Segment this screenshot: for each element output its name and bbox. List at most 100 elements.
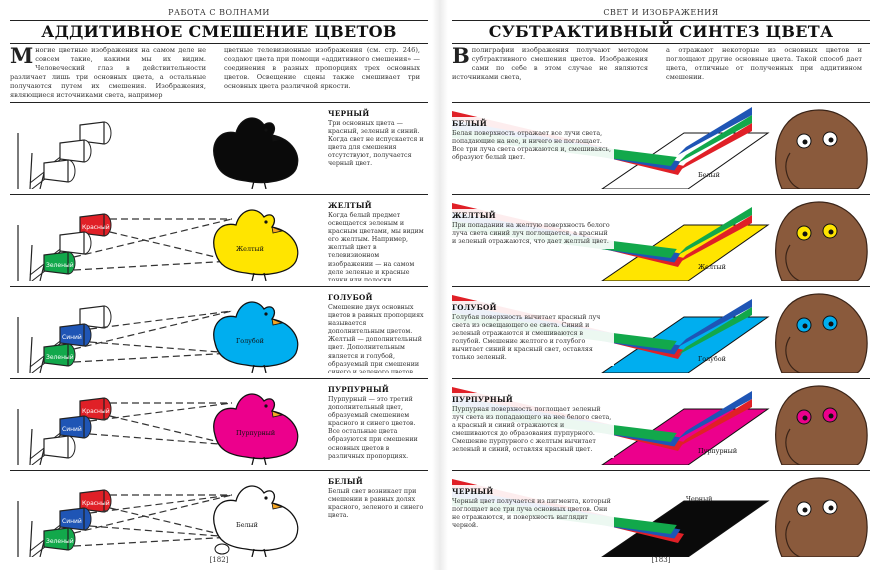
light-ray	[89, 310, 233, 330]
hen-figure	[213, 209, 299, 281]
lamp-stand-lines	[17, 317, 45, 373]
surface-color-label: Белый	[698, 171, 720, 179]
surface-color-label: Желтый	[698, 263, 726, 271]
egg	[214, 543, 230, 555]
left-panel-body: Три основных цвета — красный, зеленый и …	[328, 120, 424, 168]
reflected-beam-blue	[678, 299, 752, 347]
reflected-beam-red	[678, 123, 752, 171]
creature-head	[775, 477, 868, 557]
lamp-red: Красный	[49, 397, 233, 446]
lamp-label: Синий	[62, 426, 82, 433]
colored-surface	[601, 224, 770, 281]
lamp-green	[31, 159, 76, 189]
lamp-body	[79, 397, 105, 421]
left-folio: [182]	[209, 556, 229, 564]
light-ray	[73, 352, 233, 363]
lamp-label: Синий	[62, 334, 82, 341]
lamp-body	[43, 435, 69, 459]
creature-pupil	[802, 323, 808, 329]
hen-color-label: Белый	[236, 521, 258, 529]
lamp-label: Зеленый	[46, 354, 74, 361]
light-ray	[89, 494, 233, 514]
reflected-beam-green	[678, 307, 752, 355]
hen-eye	[264, 220, 268, 224]
hen-beak	[271, 226, 284, 234]
lamp-red	[49, 121, 112, 166]
reflected-beam-green	[678, 207, 752, 255]
left-panel-4: КрасныйСинийЗеленыйБелыйБелыйБелый свет …	[10, 470, 428, 557]
colored-surface	[601, 500, 770, 557]
left-panel-body: Белый свет возникает при смешении в равн…	[328, 488, 424, 520]
creature-pupil	[802, 415, 808, 421]
right-panel-text: ГолубойГолубая поверхность вычитает крас…	[452, 301, 614, 366]
left-panel-text: ГолубойСмешение двух основных цветов в р…	[328, 293, 424, 373]
right-panel-3: КрасныйСинийЗеленыйПурпурныйПурпурныйПур…	[452, 378, 870, 465]
lamp-label: Зеленый	[46, 538, 74, 545]
light-ray	[73, 494, 233, 534]
hen-body	[213, 117, 299, 184]
colored-surface	[601, 132, 770, 189]
right-panel-text: ЧерныйЧерный цвет получается из пигмента…	[452, 485, 614, 534]
right-panel-heading: Желтый	[452, 211, 496, 220]
hen-figure	[213, 393, 299, 465]
creature-pupil	[828, 505, 834, 511]
lamp-body	[43, 343, 69, 367]
left-panel-text: ЖелтыйКогда белый предмет освещается зел…	[328, 201, 424, 281]
creature-face	[775, 477, 868, 557]
creature-trunk	[785, 336, 801, 373]
lamp-green: Зеленый	[31, 218, 233, 281]
creature-face	[775, 201, 868, 281]
right-panel-4: КрасныйСинийЗеленыйЧерныйЧерныйЧерный цв…	[452, 470, 870, 557]
left-panel-heading: Пурпурный	[328, 385, 389, 394]
light-ray	[109, 507, 233, 538]
hen-body	[213, 209, 299, 276]
left-running-head: РАБОТА С ВОЛНАМИ	[168, 8, 270, 17]
left-panel-heading: Белый	[328, 477, 363, 486]
left-panel-0: ЧерныйТри основных цвета — красный, зеле…	[10, 102, 428, 189]
surface-color-label: Пурпурный	[698, 447, 738, 455]
lamp-body	[79, 305, 105, 329]
creature-trunk	[785, 244, 801, 281]
hen-color-label: Желтый	[236, 245, 264, 253]
lamp-arm	[31, 174, 51, 189]
right-folio: [183]	[651, 556, 671, 564]
creature-head	[775, 109, 868, 189]
left-intro-col1-text: ногие цветные изображения на самом деле …	[10, 46, 206, 99]
creature-pupil	[828, 229, 834, 235]
light-ray	[73, 260, 233, 271]
right-panel-body: Черный цвет получается из пигмента, кото…	[452, 498, 611, 530]
hen-legs	[251, 272, 267, 281]
lamp-arm	[31, 542, 51, 557]
lamp-body	[79, 121, 105, 145]
hen-color-label: Голубой	[236, 337, 264, 345]
lamp-arm	[31, 358, 51, 373]
light-ray	[89, 433, 233, 446]
left-panel-heading: Голубой	[328, 293, 373, 302]
lamp-label: Синий	[62, 518, 82, 525]
light-ray	[89, 402, 233, 422]
lamp-label: Красный	[82, 408, 110, 415]
left-title-box: АДДИТИВНОЕ СМЕШЕНИЕ ЦВЕТОВ	[10, 20, 428, 44]
left-panel-text: ЧерныйТри основных цвета — красный, зеле…	[328, 109, 424, 169]
colored-surface	[601, 316, 770, 373]
left-page-title: АДДИТИВНОЕ СМЕШЕНИЕ ЦВЕТОВ	[41, 22, 397, 41]
creature-pupil	[828, 137, 834, 143]
right-panel-body: При попадании на желтую поверхность бело…	[452, 222, 610, 246]
lamp-red: Красный	[49, 213, 233, 262]
right-panel-heading: Голубой	[452, 303, 497, 312]
right-panel-heading: Черный	[452, 487, 494, 496]
lamp-body	[59, 231, 85, 255]
hen-legs	[251, 456, 267, 465]
reflected-beam-red	[678, 399, 752, 447]
right-panel-body: Белая поверхность отражает все лучи свет…	[452, 130, 611, 162]
right-panel-0: КрасныйСинийЗеленыйБелыйБелыйБелая повер…	[452, 102, 870, 189]
light-ray	[109, 415, 233, 446]
surface-color-label: Голубой	[698, 355, 726, 363]
creature-pupil	[828, 413, 834, 419]
